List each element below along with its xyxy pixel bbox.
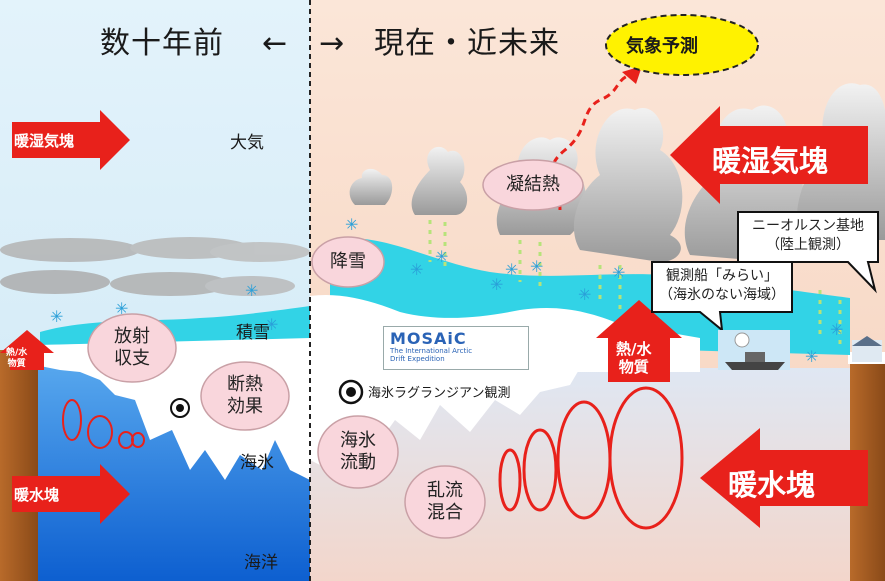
arrow-warm-water-left: [12, 464, 130, 524]
arrow-label-warm-air-left: 暖湿気塊: [14, 132, 75, 150]
svg-text:✳: ✳: [490, 275, 503, 294]
right-eddies: [498, 386, 684, 530]
snowflakes: ✳✳✳✳ ✳✳✳ ✳✳✳ ✳✳✳ ✳✳: [50, 215, 843, 366]
layer-ocean: 海洋: [244, 553, 278, 573]
svg-text:✳: ✳: [578, 285, 591, 304]
ny-alesund-base: [852, 336, 882, 362]
arrow-label-heat-left: 熱/水 物質: [6, 348, 28, 369]
mosaic-subtitle: The International Arctic Drift Expeditio…: [390, 347, 473, 363]
mosaic-logo-box: MOSAiC The International Arctic Drift Ex…: [383, 326, 529, 370]
bubble-radiation: 放射 収支: [114, 326, 150, 369]
arrow-label-warm-air-right: 暖湿気塊: [712, 144, 829, 178]
svg-text:✳: ✳: [410, 260, 423, 279]
svg-text:✳: ✳: [345, 215, 358, 234]
mosaic-logo: MOSAiC: [390, 329, 467, 348]
svg-text:✳: ✳: [435, 247, 448, 266]
ship-mirai: [718, 330, 790, 370]
arrow-label-warm-water-right: 暖水塊: [728, 468, 816, 502]
svg-text:✳: ✳: [115, 299, 128, 318]
process-bubbles: [87, 159, 584, 539]
layer-sea-ice: 海氷: [240, 453, 274, 473]
arrow-label-heat-right: 熱/水 物質: [616, 340, 652, 376]
callout-mirai: 観測船「みらい」 （海氷のない海域）: [659, 268, 785, 303]
forecast-link-arrowhead: [622, 66, 642, 84]
callout-boxes: [651, 211, 879, 333]
title-past: 数十年前: [100, 26, 224, 61]
svg-text:✳: ✳: [830, 320, 843, 339]
arrow-warm-air-right: [670, 106, 868, 204]
left-eddies: [62, 399, 145, 449]
bubble-condensation: 凝結熱: [506, 174, 560, 195]
forecast-link-arrow: [550, 73, 631, 211]
svg-text:✳: ✳: [245, 281, 258, 300]
title-arrows: ← →: [262, 26, 346, 61]
svg-text:✳: ✳: [805, 347, 818, 366]
lagrangian-observation-label: 海氷ラグランジアン観測: [368, 386, 511, 401]
forecast-ellipse: [605, 14, 759, 76]
callout-ny-alesund: ニーオルスン基地 （陸上観測）: [752, 218, 864, 253]
arrow-warm-air-left: [12, 110, 130, 170]
title-present: 現在・近未来: [374, 26, 560, 61]
svg-text:✳: ✳: [505, 260, 518, 279]
target-symbols: [170, 379, 364, 418]
svg-text:✳: ✳: [612, 263, 625, 282]
bubble-snowfall: 降雪: [330, 251, 366, 272]
arrow-heat-right: [596, 300, 682, 382]
svg-text:✳: ✳: [530, 257, 543, 276]
red-arrows: [0, 106, 868, 528]
svg-text:✳: ✳: [50, 307, 63, 326]
arrow-warm-water-right: [700, 428, 868, 528]
arrow-label-warm-water-left: 暖水塊: [14, 486, 60, 504]
bubble-turbulence: 乱流 混合: [427, 480, 463, 523]
left-land: [0, 350, 38, 581]
bubble-insulation: 断熱 効果: [227, 374, 263, 417]
layer-snow: 積雪: [236, 323, 270, 343]
left-stratus-clouds: [0, 237, 310, 296]
arrow-heat-left: [0, 330, 54, 370]
forecast-label: 気象予測: [626, 36, 698, 57]
layer-atmosphere: 大気: [230, 133, 264, 153]
svg-text:✳: ✳: [265, 315, 278, 334]
bubble-ice-drift: 海氷 流動: [340, 430, 376, 473]
